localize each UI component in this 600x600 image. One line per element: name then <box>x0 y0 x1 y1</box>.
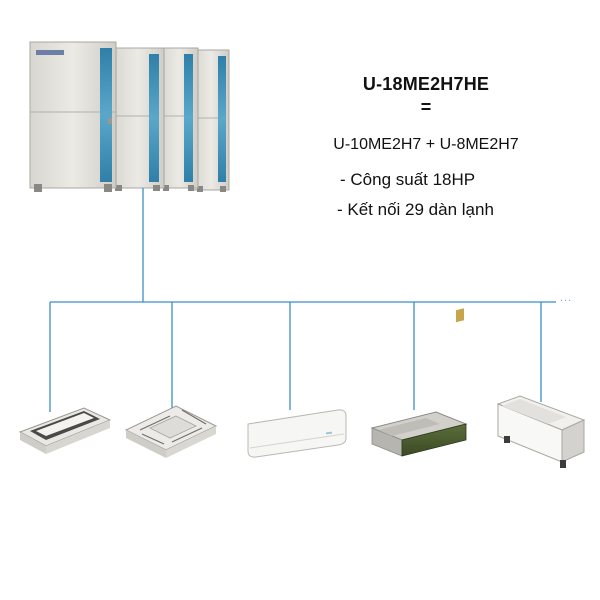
refrigerant-piping <box>49 188 556 412</box>
equals-sign: = <box>420 97 432 117</box>
indoor-unit-floor-standing <box>496 395 586 468</box>
indoor-unit-ducted <box>370 308 468 457</box>
continuation-ellipsis: ... <box>560 292 573 304</box>
outdoor-module-3 <box>159 47 199 191</box>
indoor-unit-four-way-cassette <box>124 405 218 458</box>
module-combination: U-10ME2H7 + U-8ME2H7 <box>333 136 519 153</box>
outdoor-module-2 <box>111 47 165 191</box>
brand-logo <box>36 50 64 55</box>
model-title: U-18ME2H7HE <box>362 74 490 94</box>
indoor-unit-one-way-cassette <box>18 407 112 454</box>
outdoor-unit-group <box>29 41 230 192</box>
indoor-unit-wall-mounted <box>247 409 347 458</box>
spec-connections: - Kết nối 29 dàn lạnh <box>337 200 494 219</box>
outdoor-module-4 <box>192 49 230 192</box>
outdoor-module-1 <box>29 41 117 192</box>
spec-capacity: - Công suất 18HP <box>340 170 476 189</box>
